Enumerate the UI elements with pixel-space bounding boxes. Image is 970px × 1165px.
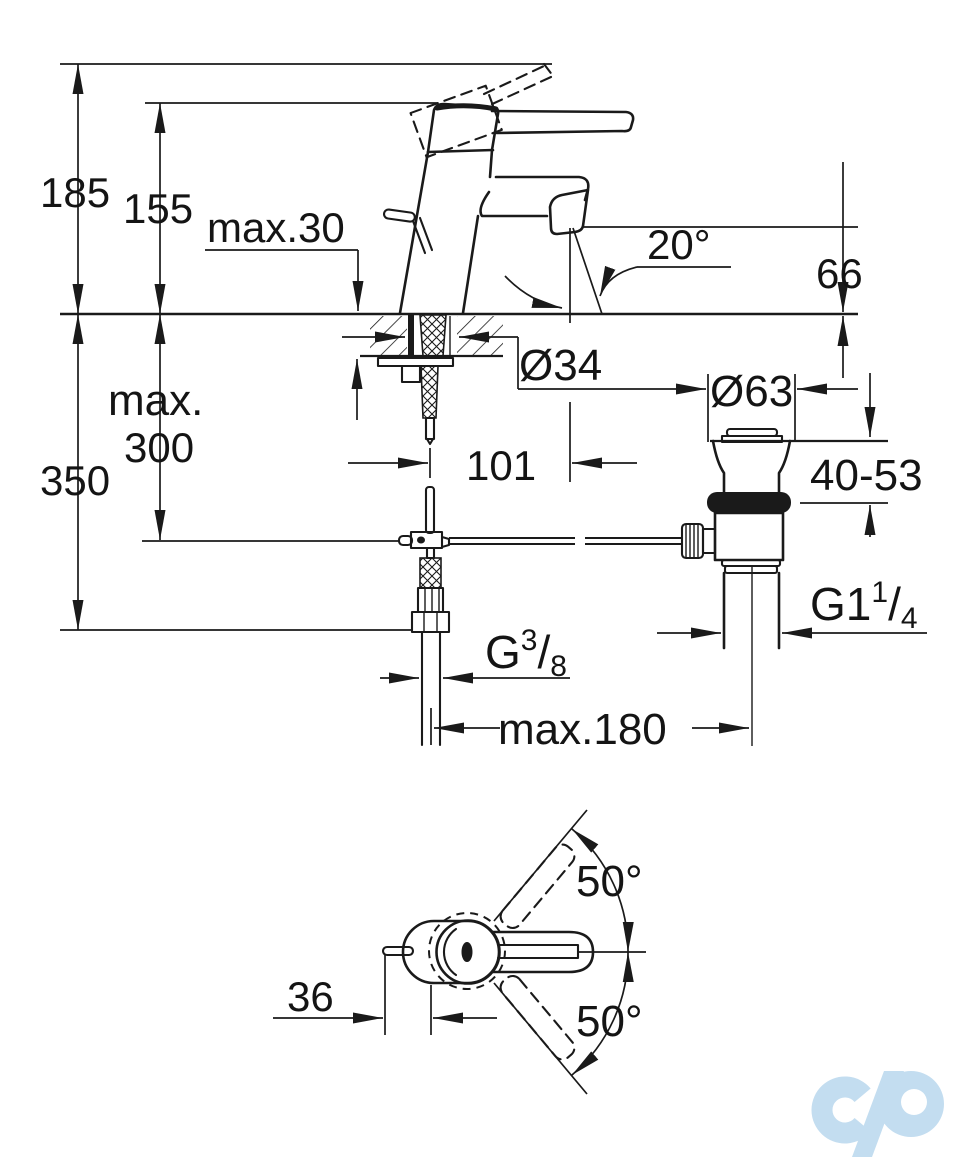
faucet-top-view: [273, 809, 646, 1095]
dim-label-swing-upper: 50°: [576, 857, 643, 906]
popup-pull-rod: [424, 485, 436, 535]
waste-tailpiece: [722, 571, 781, 650]
watermark-tail: [852, 1071, 904, 1157]
popup-waste-assembly: [680, 427, 888, 746]
dim-label-supply-thread: G3/8: [485, 624, 567, 683]
dim-label-hose-300: 300: [124, 424, 194, 471]
dim-label-shank-diameter: Ø34: [519, 341, 602, 390]
supply-nut: [410, 610, 451, 634]
dim-label-total-height: 185: [40, 169, 110, 216]
waste-rubber-seal: [707, 492, 791, 513]
popup-rod-knob: [382, 208, 416, 223]
cartridge-circle: [435, 919, 501, 985]
dim-label-spout-reach: 101: [466, 442, 536, 489]
supply-connection: [397, 485, 683, 747]
dim-label-waste-thread: G11/4: [810, 576, 918, 635]
watermark-c-icon: [811, 1076, 871, 1144]
waste-knurled-knob: [680, 522, 705, 560]
dim-label-swing-lower: 50°: [576, 997, 643, 1046]
dim-label-outlet-height: 66: [816, 250, 863, 297]
center-dot: [461, 942, 473, 962]
handle-swing-upper-dashed: [499, 843, 576, 930]
dim-label-spout-height: 155: [123, 185, 193, 232]
handle-lever: [490, 109, 635, 135]
dim-label-waste-flange: Ø63: [710, 367, 793, 416]
countertop-deck: [60, 312, 858, 358]
body-dashed-circle: [428, 912, 506, 990]
dim-label-hose-max: max.: [108, 376, 203, 425]
shop-watermark-logo: [811, 1071, 944, 1157]
dimension-labels: 185 155 max.30 20° 66 max. 300 350 Ø34 1…: [40, 169, 923, 1046]
mounting-shank: [376, 314, 455, 446]
left-dimension-lines: [60, 63, 552, 631]
dim-label-rod-max: max.180: [498, 705, 667, 754]
deck-hatch-left: [370, 316, 407, 355]
handle-raised-dashed: [409, 62, 555, 159]
waste-body: [713, 511, 785, 562]
dimension-annotations: [342, 162, 927, 745]
linkage-tee: [409, 530, 444, 550]
rear-pin: [381, 945, 415, 957]
dim-label-handle-offset: 36: [287, 973, 334, 1020]
flex-hose-braid: [419, 557, 442, 589]
horizontal-linkage-rod: [449, 537, 683, 545]
dim-label-spout-angle: 20°: [647, 221, 711, 268]
deck-hatch-right: [457, 316, 503, 355]
dim-label-waste-range: 40-53: [810, 451, 923, 500]
dim-label-hose-total: 350: [40, 457, 110, 504]
handle-cap-top-edge: [434, 103, 499, 112]
handle-swing-lower-dashed: [499, 974, 576, 1061]
spout-aerator: [548, 188, 590, 236]
deck-thickness-dimension: [205, 249, 364, 420]
faucet-front-view: [382, 102, 635, 315]
dim-label-deck-max: max.30: [207, 204, 345, 251]
